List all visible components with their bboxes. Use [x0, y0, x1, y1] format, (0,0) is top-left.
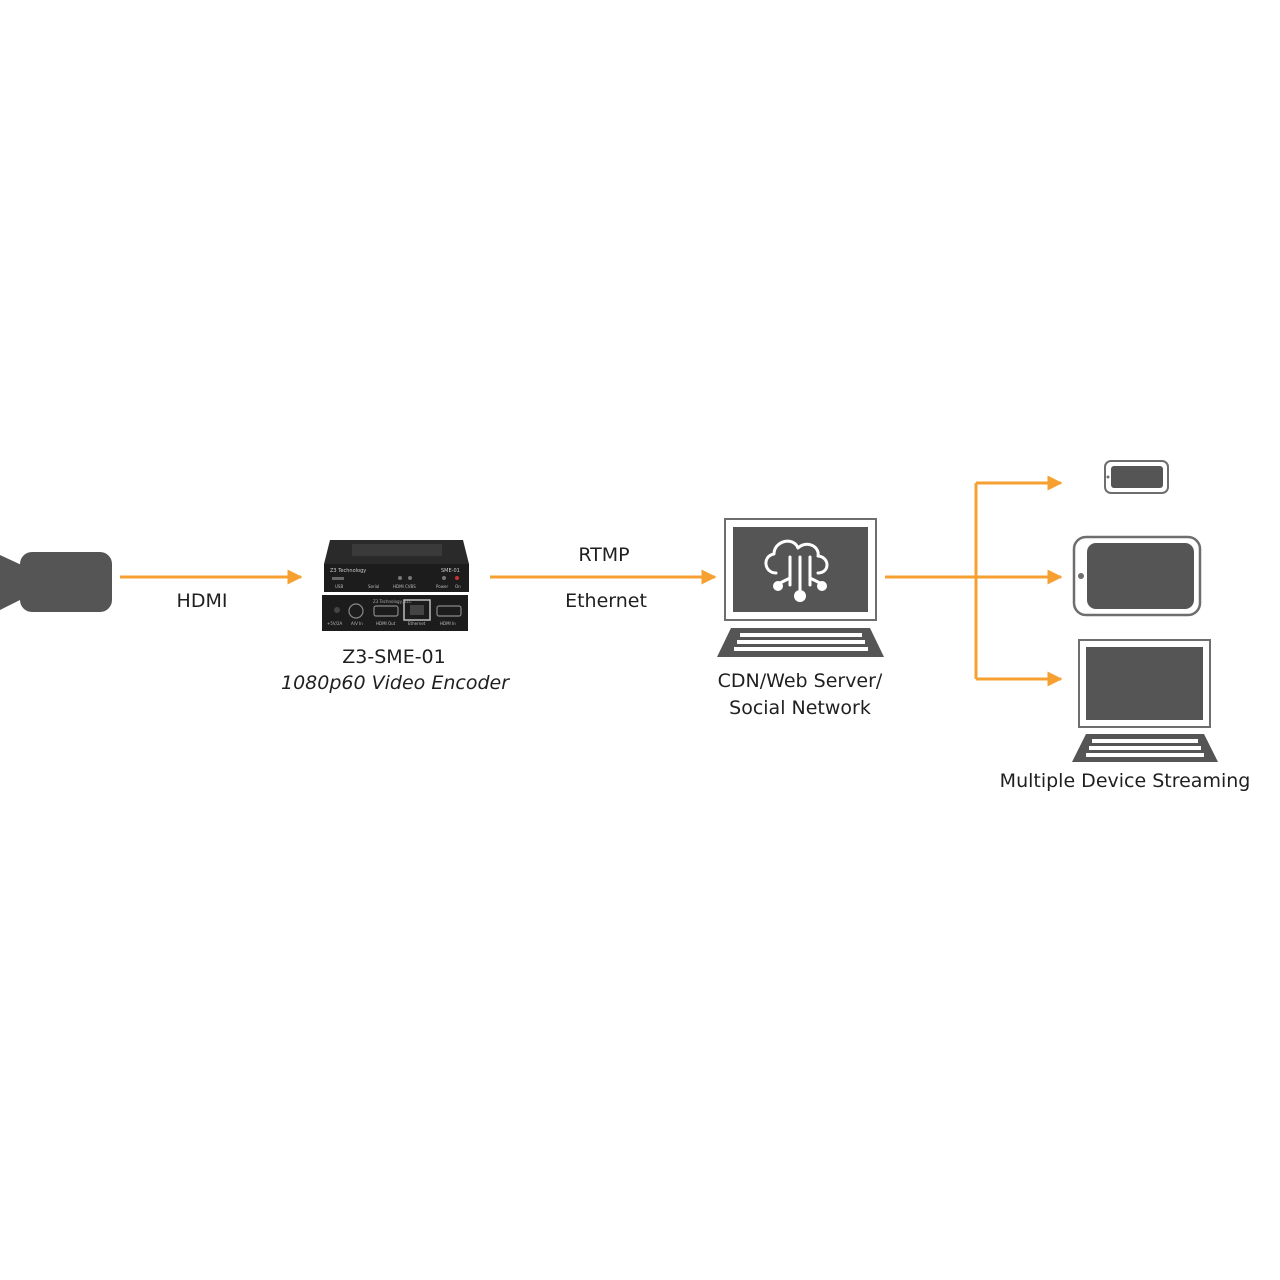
- keyboard-keys: [734, 633, 868, 651]
- video-camera-icon: [0, 552, 112, 612]
- tablet-icon: [1072, 535, 1202, 617]
- encoder-back-hdmi-out: HDMI Out: [376, 621, 396, 626]
- server-label-line1: CDN/Web Server/: [717, 670, 883, 692]
- encoder-back-power: +5V/2A: [327, 621, 343, 626]
- laptop-icon: [1072, 639, 1218, 762]
- encoder-front-model: SME-01: [441, 568, 460, 574]
- encoder-port-usb: USB: [335, 584, 343, 589]
- encoder-port-cvbs: CVBS: [405, 584, 416, 589]
- encoder-port-on: On: [455, 584, 461, 589]
- encoder-back-hdmi-in: HDMI In: [440, 621, 456, 626]
- encoder-back-brand: Z3 Technology, LLC: [373, 599, 412, 604]
- encoder-port-hdmi: HDMI: [393, 584, 404, 589]
- destinations-label: Multiple Device Streaming: [999, 770, 1251, 792]
- rtmp-label: RTMP: [578, 544, 630, 566]
- ethernet-label: Ethernet: [565, 590, 647, 612]
- encoder-model-label: Z3-SME-01: [342, 646, 446, 668]
- cloud-network-icon: [764, 539, 829, 592]
- encoder-device-image: Z3 Technology SME-01 USB Serial HDMI CVB…: [322, 540, 469, 631]
- encoder-back-ethernet: Ethernet: [408, 621, 426, 626]
- encoder-port-serial: Serial: [368, 584, 379, 589]
- encoder-description-label: 1080p60 Video Encoder: [281, 672, 509, 694]
- encoder-back-av-in: A/V In: [351, 621, 363, 626]
- encoder-port-power: Power: [436, 584, 448, 589]
- phone-icon: [1104, 460, 1169, 494]
- distribution-arrows: [885, 475, 1063, 687]
- server-label-line2: Social Network: [729, 697, 871, 719]
- encoder-front-brand: Z3 Technology: [330, 568, 366, 574]
- server-computer-icon: [717, 518, 884, 657]
- hdmi-label: HDMI: [176, 590, 228, 612]
